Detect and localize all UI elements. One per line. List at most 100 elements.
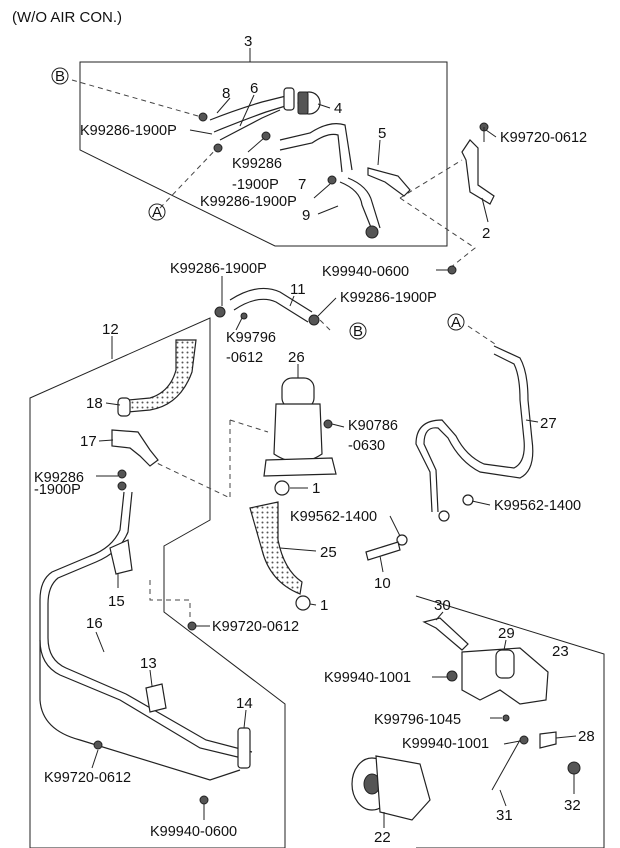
leader-9: [317, 205, 339, 215]
hose-9-end: [365, 225, 379, 239]
leader-14: [243, 709, 247, 729]
label-12: 12: [102, 321, 119, 338]
ref-line-bracket: [399, 159, 463, 199]
label-k99562-right: K99562-1400: [494, 498, 581, 514]
hose-7: [279, 123, 353, 171]
washer-k99562-right: [462, 494, 474, 506]
leader-k99286-b: [247, 137, 265, 153]
hose-18-end: [117, 397, 131, 417]
label-k99562-left: K99562-1400: [290, 509, 377, 525]
leader-31: [499, 789, 507, 807]
fitting-6: [283, 87, 295, 111]
label-18: 18: [86, 395, 103, 412]
ref-b-1-label: B: [55, 68, 65, 85]
leader-28: [555, 735, 577, 739]
clamp-17b: [117, 481, 127, 491]
bolt-31: [491, 739, 521, 791]
clamp-1-upper: [274, 480, 290, 496]
label-k99286-c: K99286-1900P: [200, 194, 297, 210]
leader-16: [95, 631, 105, 653]
bracket-5: [367, 167, 411, 197]
label-k99720-top: K99720-0612: [500, 130, 587, 146]
label-26: 26: [288, 349, 305, 366]
label-10: 10: [374, 575, 391, 592]
clamp-8b: [213, 143, 223, 153]
label-23: 23: [552, 643, 569, 660]
ref-line-a-mid: [467, 325, 499, 347]
label-1-lower: 1: [320, 597, 328, 614]
label-6: 6: [250, 80, 258, 97]
label-1-upper: 1: [312, 480, 320, 497]
leader-k99286-a: [189, 129, 213, 135]
bolt-k99796-0612: [240, 312, 248, 320]
label-14: 14: [236, 695, 253, 712]
hose-8: [209, 94, 291, 121]
diagram-title: (W/O AIR CON.): [12, 9, 122, 26]
nut-k99940-0600-bottom: [199, 795, 209, 805]
label-k99286-b2: -1900P: [232, 177, 279, 193]
group-frame-23: [415, 595, 605, 848]
clamp-13: [145, 683, 167, 713]
pump-body-22: [375, 755, 431, 821]
ref-line-nut: [399, 197, 476, 269]
label-k99286-b1: K99286: [232, 156, 282, 172]
hose-9: [339, 181, 373, 231]
label-k99940-0600-top: K99940-0600: [322, 264, 409, 280]
leader-k99562-right: [471, 500, 491, 506]
washer-k99562-left: [396, 534, 408, 546]
bolt-30: [422, 617, 469, 651]
leader-30: [435, 611, 444, 621]
hose-9-b: [347, 177, 381, 229]
bolt-k99720-left: [93, 740, 103, 750]
reservoir-base-26: [263, 457, 337, 477]
label-9: 9: [302, 207, 310, 224]
bolt-32: [567, 761, 581, 775]
leader-17: [98, 439, 114, 442]
leader-6: [239, 94, 255, 127]
ref-marker-b-2: [349, 322, 367, 340]
hose-18: [127, 339, 197, 413]
group-frame-12: [29, 317, 286, 848]
cap-4-body: [297, 91, 309, 115]
label-25: 25: [320, 544, 337, 561]
leader-k99720-left: [91, 749, 99, 769]
label-28: 28: [578, 728, 595, 745]
bolt-k99720-mid: [187, 621, 197, 631]
label-11: 11: [290, 281, 306, 298]
ref-marker-a-2: [447, 313, 465, 331]
clamp-15: [109, 539, 133, 575]
nut-k99940-0600-top: [447, 265, 457, 275]
bushing-29: [495, 649, 515, 679]
label-k99286-f1: K99286: [34, 470, 84, 486]
hose-11: [229, 287, 313, 313]
label-k99286-e: K99286-1900P: [340, 290, 437, 306]
label-5: 5: [378, 125, 386, 142]
bolt-10: [365, 541, 401, 561]
clamp-9: [327, 175, 337, 185]
clamp-17a: [117, 469, 127, 479]
tube-27-b: [415, 353, 525, 513]
ref-line-a-top: [159, 144, 221, 209]
leader-1-lower: [309, 603, 317, 606]
bracket-2: [461, 139, 495, 205]
label-31: 31: [496, 807, 513, 824]
label-k90786-a: K90786: [348, 418, 398, 434]
label-k99940-1001-upper: K99940-1001: [324, 670, 411, 686]
label-17: 17: [80, 433, 97, 450]
leader-k99720-top: [485, 129, 497, 138]
tube-16: [39, 491, 251, 761]
clamp-14: [237, 727, 251, 769]
leader-2: [481, 197, 489, 223]
ref-line-reservoir: [139, 420, 231, 499]
label-k90786-b: -0630: [348, 438, 385, 454]
leader-11: [289, 295, 295, 307]
label-k99720-mid: K99720-0612: [212, 619, 299, 635]
clamp-11a: [214, 306, 226, 318]
ref-line-reservoir-b: [229, 419, 269, 433]
clamp-1-lower: [295, 595, 311, 611]
leader-k99562-left: [389, 515, 401, 537]
label-k99796-1045: K99796-1045: [374, 712, 461, 728]
bolt-k90786-0630: [323, 419, 333, 429]
